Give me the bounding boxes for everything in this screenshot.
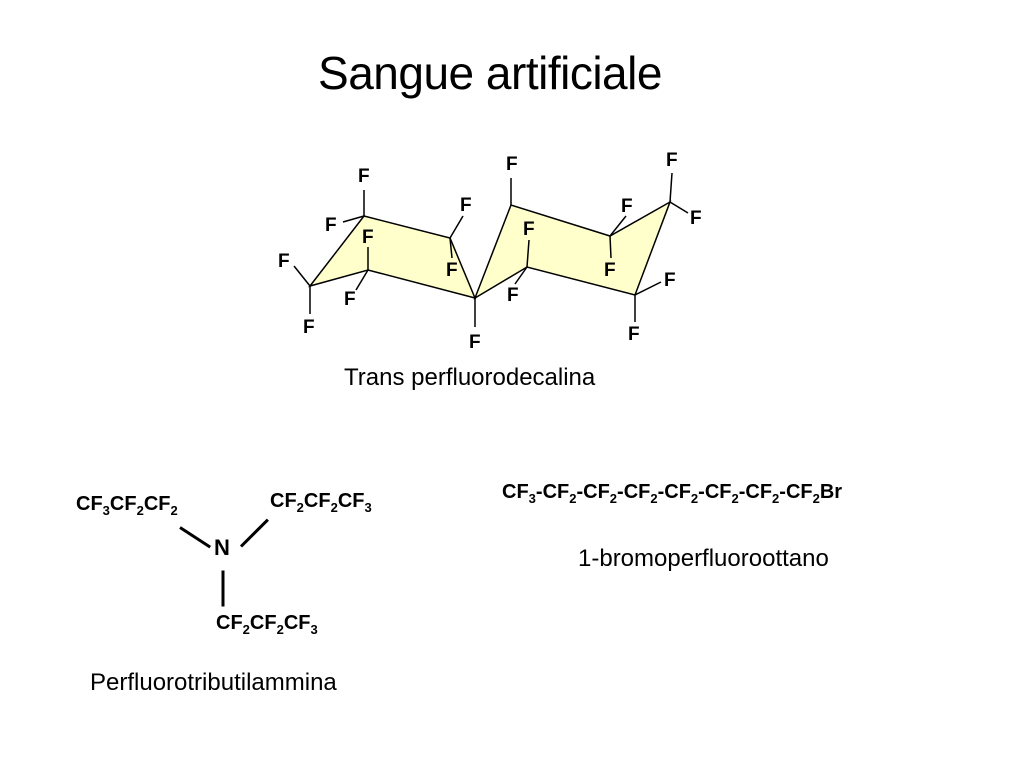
fluorine-atom: F — [303, 317, 315, 338]
decalin-caption: Trans perfluorodecalina — [344, 364, 596, 391]
fluorine-atom: F — [446, 260, 458, 281]
n-bond-right — [239, 518, 269, 548]
fluorine-atom: F — [523, 219, 535, 240]
amine-caption: Perfluorotributilammina — [90, 669, 337, 696]
fluorine-atoms: F F F F F F F F F F F F F F F F F F — [278, 150, 702, 353]
amine-right-group: CF2CF2CF3 — [270, 490, 372, 515]
fluorine-atom: F — [666, 150, 678, 171]
fluorine-atom: F — [604, 260, 616, 281]
fluorine-atom: F — [506, 154, 518, 175]
fluorine-atom: F — [362, 227, 374, 248]
fluorine-atom: F — [460, 195, 472, 216]
fluorine-atom: F — [507, 285, 519, 306]
bromo-formula: CF3-CF2-CF2-CF2-CF2-CF2-CF2-CF2Br — [502, 481, 843, 506]
fluorine-atom: F — [469, 332, 481, 353]
n-bond-left — [179, 526, 212, 549]
fluorine-atom: F — [690, 208, 702, 229]
amine-left-group: CF3CF2CF2 — [76, 493, 178, 518]
fluorine-atom: F — [278, 251, 290, 272]
perfluorodecalin-structure: F F F F F F F F F F F F F F F F F F — [278, 150, 702, 353]
fluorine-atom: F — [621, 196, 633, 217]
fluorine-atom: F — [325, 215, 337, 236]
decalin-ring-right — [473, 200, 672, 300]
slide-title: Sangue artificiale — [318, 47, 662, 99]
fluorine-atom: F — [664, 270, 676, 291]
amine-bottom-group: CF2CF2CF3 — [216, 612, 318, 637]
n-bond-bottom — [221, 570, 225, 607]
bromo-caption: 1-bromoperfluoroottano — [578, 545, 829, 572]
fluorine-bonds — [293, 172, 689, 327]
fluorine-atom: F — [628, 324, 640, 345]
fluorine-atom: F — [358, 166, 370, 187]
fluorine-atom: F — [344, 289, 356, 310]
nitrogen-atom: N — [214, 535, 230, 560]
decalin-ring-left — [308, 215, 477, 300]
